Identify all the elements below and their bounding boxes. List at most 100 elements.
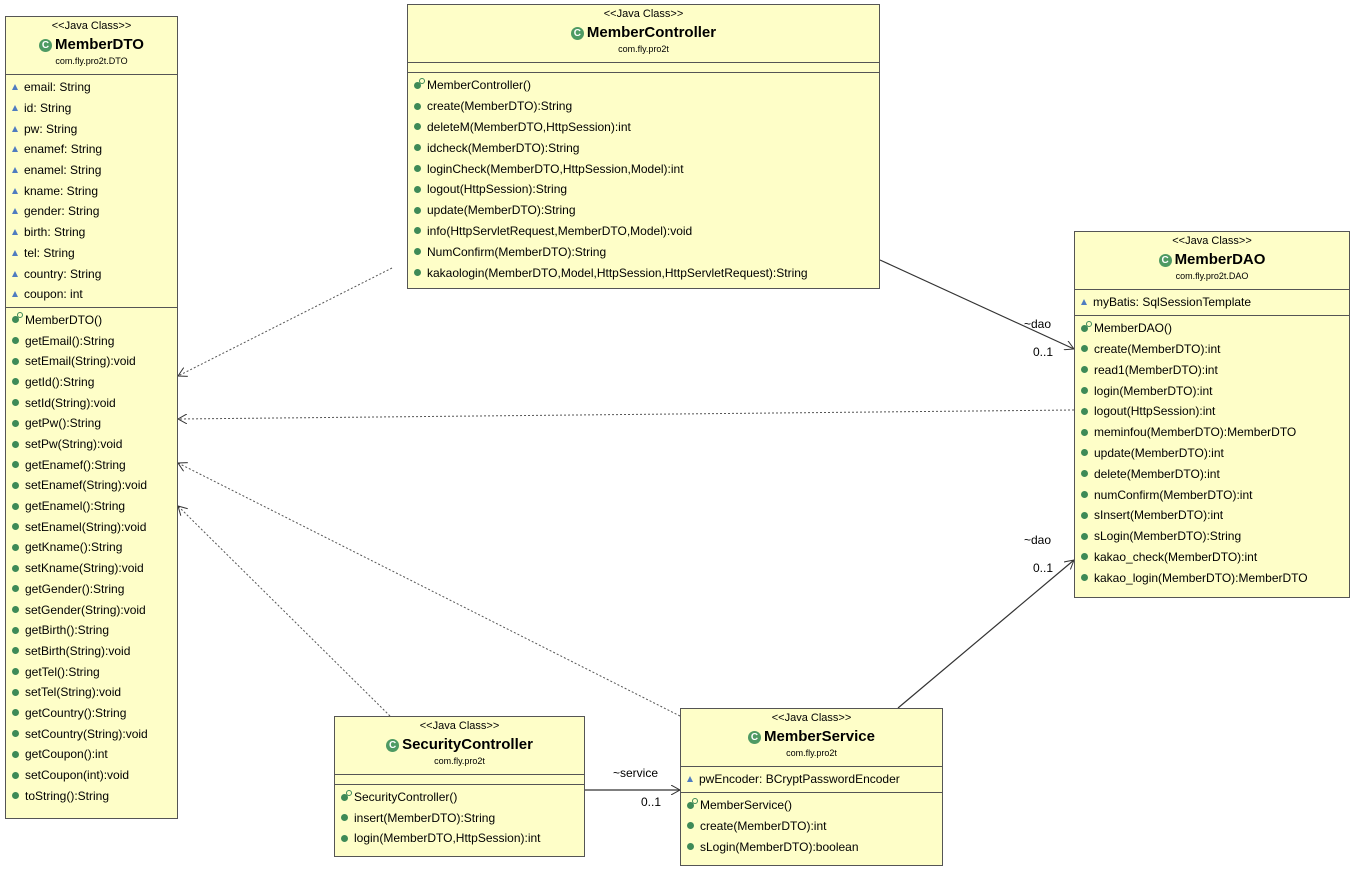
method-text: create(MemberDTO):String	[427, 99, 573, 114]
constructor-row[interactable]: MemberService()	[687, 795, 942, 816]
method-icon	[1081, 532, 1088, 540]
method-row[interactable]: kakaologin(MemberDTO,Model,HttpSession,H…	[414, 262, 879, 283]
multiplicity-controller-dao: 0..1	[1033, 345, 1054, 359]
method-row[interactable]: sInsert(MemberDTO):int	[1081, 505, 1349, 526]
method-text: kakaologin(MemberDTO,Model,HttpSession,H…	[427, 265, 808, 280]
fields-section: myBatis: SqlSessionTemplate	[1075, 290, 1349, 316]
method-text: update(MemberDTO):int	[1094, 445, 1224, 460]
method-row[interactable]: update(MemberDTO):int	[1081, 443, 1349, 464]
method-row[interactable]: insert(MemberDTO):String	[341, 808, 584, 829]
method-row[interactable]: getId():String	[12, 372, 177, 393]
method-row[interactable]: create(MemberDTO):int	[1081, 339, 1349, 360]
method-row[interactable]: read1(MemberDTO):int	[1081, 359, 1349, 380]
method-row[interactable]: getCountry():String	[12, 703, 177, 724]
constructor-icon	[687, 797, 698, 809]
method-text: kakao_login(MemberDTO):MemberDTO	[1094, 570, 1308, 585]
method-text: meminfou(MemberDTO):MemberDTO	[1094, 425, 1297, 440]
method-text: toString():String	[25, 788, 110, 803]
field-row[interactable]: id: String	[12, 98, 177, 119]
field-row[interactable]: gender: String	[12, 201, 177, 222]
field-row[interactable]: enamel: String	[12, 160, 177, 181]
method-row[interactable]: toString():String	[12, 785, 177, 806]
method-text: kakao_check(MemberDTO):int	[1094, 549, 1258, 564]
constructor-row[interactable]: MemberDTO()	[12, 310, 177, 331]
method-row[interactable]: login(MemberDTO,HttpSession):int	[341, 828, 584, 849]
method-row[interactable]: getCoupon():int	[12, 744, 177, 765]
constructor-icon	[1081, 320, 1092, 332]
method-row[interactable]: setGender(String):void	[12, 599, 177, 620]
field-row[interactable]: email: String	[12, 77, 177, 98]
field-icon	[12, 229, 18, 236]
method-row[interactable]: setId(String):void	[12, 392, 177, 413]
multiplicity-service-dao: 0..1	[1033, 561, 1054, 575]
method-text: setCountry(String):void	[25, 726, 148, 741]
field-row[interactable]: enamef: String	[12, 139, 177, 160]
method-row[interactable]: kakao_login(MemberDTO):MemberDTO	[1081, 567, 1349, 588]
method-text: sLogin(MemberDTO):boolean	[700, 839, 859, 854]
method-text: getCountry():String	[25, 705, 127, 720]
method-icon	[1081, 428, 1088, 436]
method-text: setEnamef(String):void	[25, 478, 148, 493]
method-row[interactable]: getEnamel():String	[12, 496, 177, 517]
method-row[interactable]: getPw():String	[12, 413, 177, 434]
field-row[interactable]: pwEncoder: BCryptPasswordEncoder	[687, 769, 942, 790]
method-row[interactable]: loginCheck(MemberDTO,HttpSession,Model):…	[414, 158, 879, 179]
method-row[interactable]: setBirth(String):void	[12, 641, 177, 662]
method-row[interactable]: update(MemberDTO):String	[414, 200, 879, 221]
method-row[interactable]: create(MemberDTO):int	[687, 816, 942, 837]
method-row[interactable]: setEnamel(String):void	[12, 516, 177, 537]
method-row[interactable]: meminfou(MemberDTO):MemberDTO	[1081, 422, 1349, 443]
field-row[interactable]: country: String	[12, 263, 177, 284]
method-text: getKname():String	[25, 540, 123, 555]
method-text: create(MemberDTO):int	[1094, 341, 1221, 356]
method-row[interactable]: getGender():String	[12, 579, 177, 600]
method-row[interactable]: login(MemberDTO):int	[1081, 380, 1349, 401]
field-row[interactable]: coupon: int	[12, 284, 177, 305]
constructor-row[interactable]: SecurityController()	[341, 787, 584, 808]
field-row[interactable]: kname: String	[12, 180, 177, 201]
method-row[interactable]: setCoupon(int):void	[12, 765, 177, 786]
method-row[interactable]: setEmail(String):void	[12, 351, 177, 372]
method-row[interactable]: getKname():String	[12, 537, 177, 558]
method-row[interactable]: getTel():String	[12, 661, 177, 682]
constructor-row[interactable]: MemberController()	[414, 75, 879, 96]
method-row[interactable]: getEmail():String	[12, 330, 177, 351]
method-row[interactable]: info(HttpServletRequest,MemberDTO,Model)…	[414, 221, 879, 242]
method-text: loginCheck(MemberDTO,HttpSession,Model):…	[427, 161, 684, 176]
package-label: com.fly.pro2t.DAO	[1175, 271, 1249, 281]
method-icon	[12, 543, 19, 551]
method-row[interactable]: idcheck(MemberDTO):String	[414, 137, 879, 158]
method-row[interactable]: deleteM(MemberDTO,HttpSession):int	[414, 117, 879, 138]
method-row[interactable]: setKname(String):void	[12, 558, 177, 579]
method-row[interactable]: kakao_check(MemberDTO):int	[1081, 547, 1349, 568]
method-row[interactable]: numConfirm(MemberDTO):int	[1081, 484, 1349, 505]
method-row[interactable]: sLogin(MemberDTO):boolean	[687, 836, 942, 857]
field-row[interactable]: myBatis: SqlSessionTemplate	[1081, 292, 1349, 313]
field-row[interactable]: pw: String	[12, 118, 177, 139]
method-text: setId(String):void	[25, 395, 116, 410]
method-row[interactable]: logout(HttpSession):int	[1081, 401, 1349, 422]
method-row[interactable]: delete(MemberDTO):int	[1081, 463, 1349, 484]
method-row[interactable]: getBirth():String	[12, 620, 177, 641]
method-row[interactable]: setEnamef(String):void	[12, 475, 177, 496]
method-row[interactable]: setCountry(String):void	[12, 723, 177, 744]
method-row[interactable]: getEnamef():String	[12, 454, 177, 475]
method-row[interactable]: setTel(String):void	[12, 682, 177, 703]
method-row[interactable]: setPw(String):void	[12, 434, 177, 455]
field-row[interactable]: birth: String	[12, 222, 177, 243]
field-row[interactable]: tel: String	[12, 243, 177, 264]
method-row[interactable]: NumConfirm(MemberDTO):String	[414, 241, 879, 262]
method-row[interactable]: logout(HttpSession):String	[414, 179, 879, 200]
method-row[interactable]: create(MemberDTO):String	[414, 96, 879, 117]
method-row[interactable]: sLogin(MemberDTO):String	[1081, 526, 1349, 547]
constructor-row[interactable]: MemberDAO()	[1081, 318, 1349, 339]
field-text: country: String	[24, 266, 102, 281]
method-icon	[414, 144, 421, 152]
methods-section: MemberService()create(MemberDTO):int sLog…	[681, 793, 942, 859]
